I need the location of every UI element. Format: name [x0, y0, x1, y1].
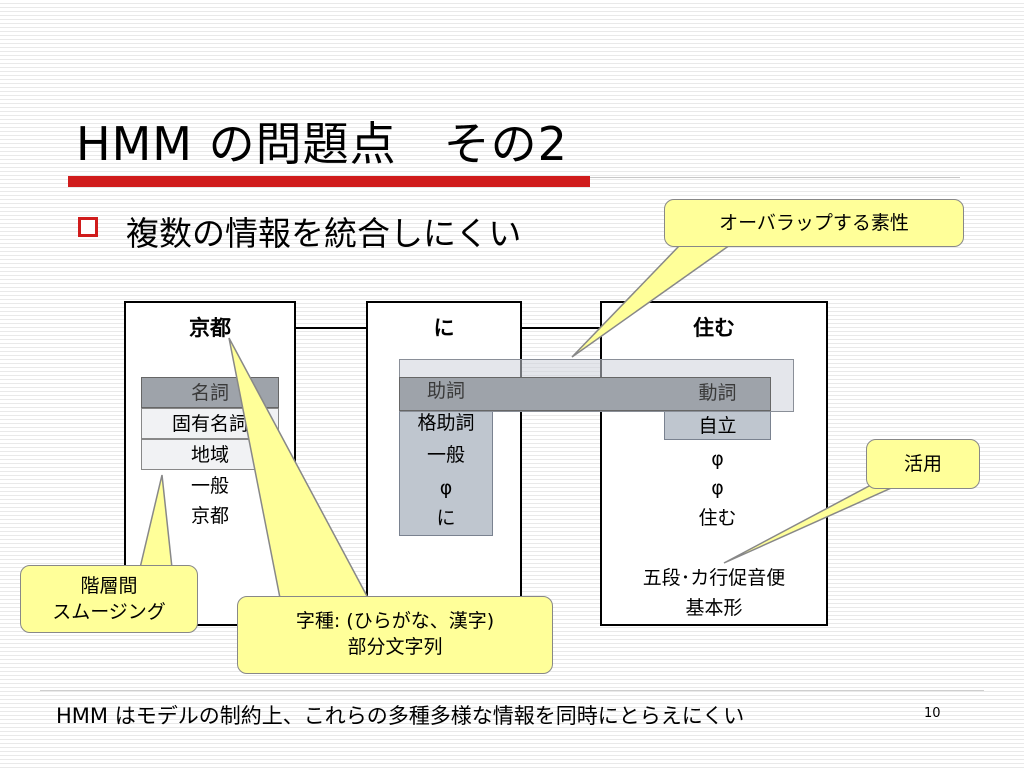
page-number: 10: [924, 706, 941, 721]
smoothing-callout: 階層間 スムージング: [20, 565, 198, 633]
charclass-callout-line2: 部分文字列: [347, 636, 443, 658]
pos-cell: 一般: [426, 444, 465, 466]
charclass-callout-tail: [228, 337, 370, 599]
smoothing-callout-line2: スムージング: [52, 601, 166, 623]
charclass-callout-line1: 字種: (ひらがな、漢字): [295, 610, 495, 632]
morpheme-column-sumu: [600, 301, 828, 626]
base-form-cell: 京都: [190, 505, 229, 527]
charclass-highlight: [399, 408, 493, 536]
smoothing-callout-tail: [139, 474, 173, 569]
base-form-cell: 住む: [698, 507, 737, 529]
conjugation-type-text: 五段･カ行促音便: [642, 567, 786, 589]
title-rule-line: [590, 177, 960, 178]
footer-rule-line: [40, 690, 984, 691]
bullet-text: 複数の情報を統合しにくい: [126, 214, 522, 253]
base-form-cell: に: [436, 507, 456, 529]
pos-cell: φ: [711, 477, 724, 499]
katsuyo-callout: 活用: [866, 439, 980, 489]
pos-cell: φ: [711, 448, 724, 470]
pos-cell: 一般: [190, 475, 229, 497]
pos-cell: φ: [439, 477, 453, 499]
katsuyo-callout-tail: [723, 484, 899, 564]
pos-cell: 動詞: [698, 382, 737, 404]
bullet-square-icon: [78, 217, 98, 237]
overlap-pos-band: [399, 377, 771, 411]
title-underline-bar: [68, 176, 590, 187]
footer-conclusion-text: HMM はモデルの制約上、これらの多種多様な情報を同時にとらえにくい: [56, 704, 745, 728]
charclass-callout: 字種: (ひらがな、漢字) 部分文字列: [237, 596, 553, 674]
pos-cell: 自立: [664, 410, 771, 440]
column-header: に: [433, 316, 455, 340]
column-header: 京都: [189, 316, 231, 340]
column-connector: [521, 327, 601, 329]
conjugation-form-text: 基本形: [685, 597, 743, 619]
slide-title: HMM の問題点 その2: [76, 117, 568, 171]
column-header: 住む: [693, 316, 735, 340]
overlap-callout-tail: [571, 244, 733, 358]
overlap-callout: オーバラップする素性: [664, 199, 964, 247]
smoothing-callout-line1: 階層間: [80, 575, 138, 597]
column-connector: [295, 327, 367, 329]
pos-cell: 助詞: [426, 380, 465, 402]
pos-cell: 格助詞: [417, 412, 475, 434]
